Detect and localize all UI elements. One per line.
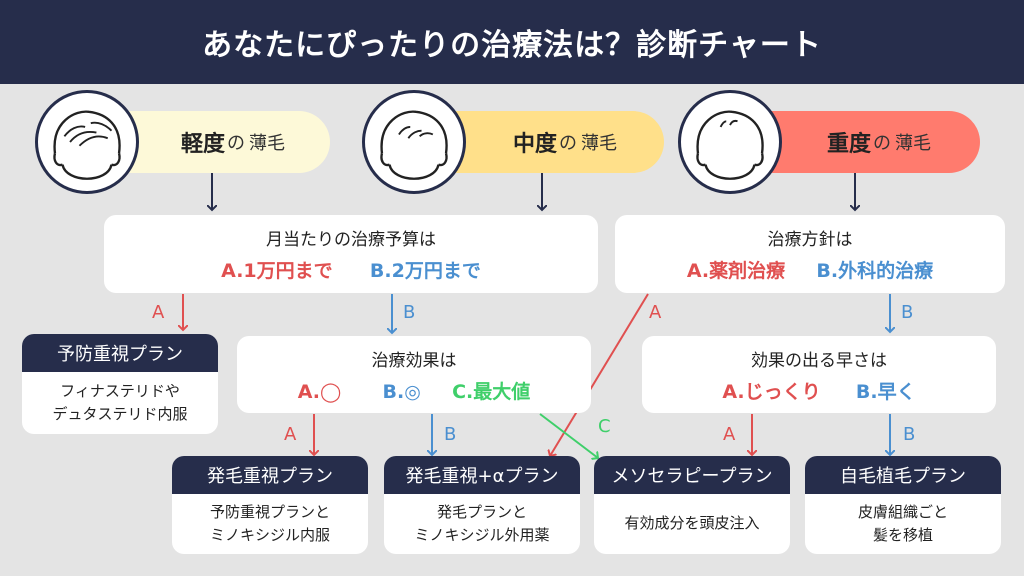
label-policy-b: B	[901, 302, 914, 323]
label-effect-a: A	[284, 424, 297, 445]
plan-transplant-line: 髪を移植	[872, 526, 933, 544]
plan-prevention-line: デュタステリド内服	[52, 405, 188, 423]
page-title: あなたにぴったりの治療法は？診断チャート	[202, 28, 822, 63]
option-budget-b: B.2万円まで	[369, 260, 481, 282]
plan-meso-title: メソセラピープラン	[594, 456, 790, 494]
question-effect-options: A.◯ B.◎ C.最大値	[298, 377, 531, 404]
option-policy-b: B.外科的治療	[816, 260, 934, 282]
question-policy: 治療方針は A.薬剤治療 B.外科的治療	[615, 215, 1005, 293]
plan-transplant-body: 皮膚組織ごと 髪を移植	[805, 494, 1001, 554]
level-medium-pill: 中度 の 薄毛	[428, 111, 664, 173]
plan-growth-plus-line: 発毛プランと	[436, 502, 527, 521]
plan-growth-line: ミノキシジル内服	[209, 526, 330, 544]
level-medium-strong: 中度	[512, 132, 557, 157]
label-budget-b: B	[403, 302, 416, 323]
face-severe-icon	[678, 90, 782, 194]
plan-growth-title: 発毛重視プラン	[172, 456, 368, 494]
question-budget-text: 月当たりの治療予算は	[266, 230, 436, 250]
option-speed-a: A.じっくり	[722, 380, 821, 403]
face-mild-icon	[35, 90, 139, 194]
question-budget-options: A.1万円まで B.2万円まで	[221, 256, 481, 283]
label-policy-a: A	[649, 302, 662, 323]
plan-growth-line: 予防重視プランと	[209, 502, 330, 521]
plan-growth-card: 発毛重視プラン 予防重視プランと ミノキシジル内服	[172, 456, 368, 554]
question-policy-options: A.薬剤治療 B.外科的治療	[687, 256, 933, 283]
option-budget-a: A.1万円まで	[221, 260, 333, 282]
plan-prevention-body: フィナステリドや デュタステリド内服	[22, 372, 218, 434]
question-budget: 月当たりの治療予算は A.1万円まで B.2万円まで	[104, 215, 598, 293]
plan-growth-plus-line: ミノキシジル外用薬	[414, 526, 550, 544]
plan-meso-line: 有効成分を頭皮注入	[624, 514, 760, 533]
option-effect-a: A.◯	[297, 380, 342, 403]
plan-prevention-card: 予防重視プラン フィナステリドや デュタステリド内服	[22, 334, 218, 434]
label-speed-a: A	[723, 424, 736, 445]
arrow-effect-c	[539, 413, 598, 458]
level-severe-weak: の	[873, 133, 891, 154]
plan-transplant-title: 自毛植毛プラン	[805, 456, 1001, 494]
title-bar: あなたにぴったりの治療法は？診断チャート	[0, 0, 1024, 84]
label-effect-b: B	[444, 424, 457, 445]
question-effect-text: 治療効果は	[371, 350, 457, 371]
label-speed-b: B	[903, 424, 916, 445]
level-severe-suffix: 薄毛	[895, 133, 931, 154]
plan-transplant-card: 自毛植毛プラン 皮膚組織ごと 髪を移植	[805, 456, 1001, 554]
option-speed-b: B.早く	[855, 380, 916, 403]
option-policy-a: A.薬剤治療	[686, 260, 786, 282]
level-medium-suffix: 薄毛	[581, 133, 617, 154]
level-mild-strong: 軽度	[180, 132, 225, 157]
plan-growth-plus-title: 発毛重視+αプラン	[384, 456, 580, 494]
option-effect-b: B.◎	[382, 380, 421, 403]
question-effect: 治療効果は A.◯ B.◎ C.最大値	[237, 336, 591, 413]
plan-growth-plus-body: 発毛プランと ミノキシジル外用薬	[384, 494, 580, 554]
plan-meso-body: 有効成分を頭皮注入	[594, 494, 790, 554]
level-medium-weak: の	[559, 133, 577, 154]
plan-prevention-title: 予防重視プラン	[22, 334, 218, 372]
label-budget-a: A	[152, 302, 165, 323]
plan-meso-card: メソセラピープラン 有効成分を頭皮注入	[594, 456, 790, 554]
level-mild-weak: の	[227, 133, 245, 154]
plan-growth-body: 予防重視プランと ミノキシジル内服	[172, 494, 368, 554]
plan-prevention-line: フィナステリドや	[60, 381, 180, 400]
face-medium-icon	[362, 90, 466, 194]
plan-growth-plus-card: 発毛重視+αプラン 発毛プランと ミノキシジル外用薬	[384, 456, 580, 554]
level-mild-suffix: 薄毛	[249, 133, 285, 154]
label-effect-c: C	[598, 416, 611, 437]
option-effect-c: C.最大値	[452, 380, 531, 403]
question-speed-options: A.じっくり B.早く	[722, 377, 915, 404]
plan-transplant-line: 皮膚組織ごと	[857, 502, 948, 521]
level-severe-strong: 重度	[826, 132, 871, 157]
question-speed: 効果の出る早さは A.じっくり B.早く	[642, 336, 996, 413]
question-policy-text: 治療方針は	[767, 230, 853, 250]
question-speed-text: 効果の出る早さは	[751, 350, 887, 371]
